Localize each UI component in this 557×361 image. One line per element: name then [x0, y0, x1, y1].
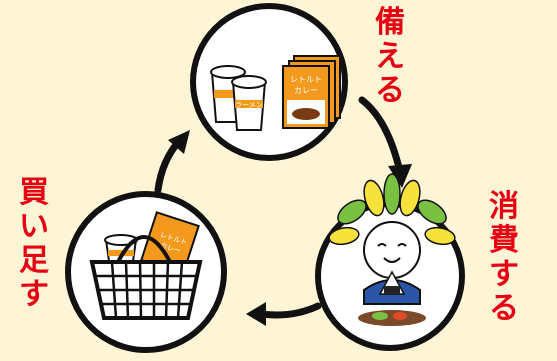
curry-label-2: カレー — [294, 86, 318, 95]
ramen-cup-icon: ラーメン — [210, 65, 267, 131]
circle-stockpile: ラーメン レトルト カレー — [190, 3, 348, 161]
arrow-right-to-left — [246, 302, 322, 326]
arrow-left-to-top — [154, 130, 190, 194]
ramen-label: ラーメン — [235, 101, 263, 109]
curry-label-1: レトルト — [290, 75, 322, 84]
arrow-top-to-right — [358, 96, 412, 188]
circle-restock: レトルト カレー — [65, 191, 227, 353]
circle-consume — [315, 173, 465, 351]
leaf-character-icon — [328, 173, 456, 326]
step-label-consume: 消費する — [489, 189, 519, 326]
step-label-restock: 買い足す — [19, 175, 49, 312]
shopping-basket-icon: レトルト カレー — [89, 211, 203, 320]
step-label-prepare: 備える — [375, 5, 405, 108]
curry-pouch-icon: レトルト カレー — [282, 55, 341, 129]
